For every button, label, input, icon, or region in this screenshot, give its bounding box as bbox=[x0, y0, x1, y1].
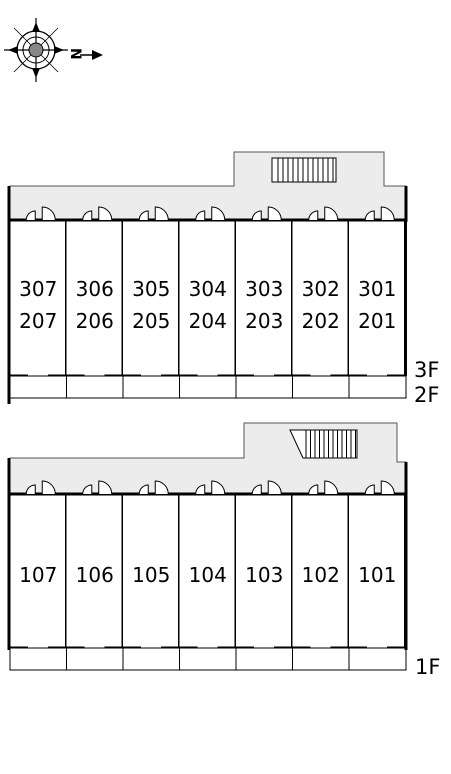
door-icon bbox=[308, 206, 339, 221]
unit-number: 102 bbox=[302, 563, 340, 587]
unit-number: 305 bbox=[132, 277, 170, 301]
floor-label-3f: 3F bbox=[414, 358, 439, 382]
unit-number: 301 bbox=[358, 277, 396, 301]
unit-number: 206 bbox=[76, 309, 114, 333]
upper-block: 3072073062063052053042043032033022023012… bbox=[7, 151, 408, 404]
unit-number: 105 bbox=[132, 563, 170, 587]
unit-room: 104 bbox=[179, 480, 238, 650]
unit-room: 105 bbox=[123, 480, 181, 650]
unit-number: 205 bbox=[132, 309, 170, 333]
upper-stair-icon bbox=[271, 157, 337, 183]
unit-room: 102 bbox=[292, 480, 351, 650]
door-icon bbox=[82, 206, 113, 221]
door-icon bbox=[82, 480, 113, 495]
unit-number: 101 bbox=[358, 563, 396, 587]
door-icon bbox=[251, 206, 282, 221]
door-icon bbox=[25, 206, 56, 221]
lower-block: 107 106 105 104 103 102 101 bbox=[7, 422, 408, 671]
unit-number: 104 bbox=[189, 563, 227, 587]
door-icon bbox=[308, 480, 339, 495]
upper-balcony bbox=[9, 375, 407, 399]
unit-number: 303 bbox=[245, 277, 283, 301]
lower-balcony bbox=[9, 647, 407, 671]
unit-room: 107 bbox=[10, 480, 68, 650]
door-icon bbox=[138, 206, 169, 221]
unit-number: 106 bbox=[76, 563, 114, 587]
compass-north-label: N bbox=[67, 48, 83, 60]
unit-number: 302 bbox=[302, 277, 340, 301]
door-icon bbox=[25, 480, 56, 495]
unit-number: 204 bbox=[189, 309, 227, 333]
floor-label-2f: 2F bbox=[414, 383, 439, 407]
unit-number: 306 bbox=[76, 277, 114, 301]
unit-number: 107 bbox=[19, 563, 57, 587]
door-icon bbox=[195, 480, 226, 495]
unit-room: 106 bbox=[66, 480, 125, 650]
door-icon bbox=[195, 206, 226, 221]
unit-number: 201 bbox=[358, 309, 396, 333]
unit-number: 207 bbox=[19, 309, 57, 333]
unit-number: 307 bbox=[19, 277, 57, 301]
floor-label-1f: 1F bbox=[415, 655, 440, 679]
door-icon bbox=[364, 206, 395, 221]
door-icon bbox=[138, 480, 169, 495]
door-icon bbox=[364, 480, 395, 495]
lower-stair-icon bbox=[289, 429, 358, 459]
compass-rose-icon bbox=[4, 18, 68, 82]
upper-corridor bbox=[9, 151, 407, 221]
unit-number: 203 bbox=[245, 309, 283, 333]
door-icon bbox=[251, 480, 282, 495]
unit-number: 103 bbox=[245, 563, 283, 587]
unit-number: 202 bbox=[302, 309, 340, 333]
north-arrow-icon bbox=[80, 50, 103, 60]
unit-room: 101 bbox=[349, 480, 407, 650]
unit-room: 103 bbox=[236, 480, 294, 650]
unit-number: 304 bbox=[189, 277, 227, 301]
